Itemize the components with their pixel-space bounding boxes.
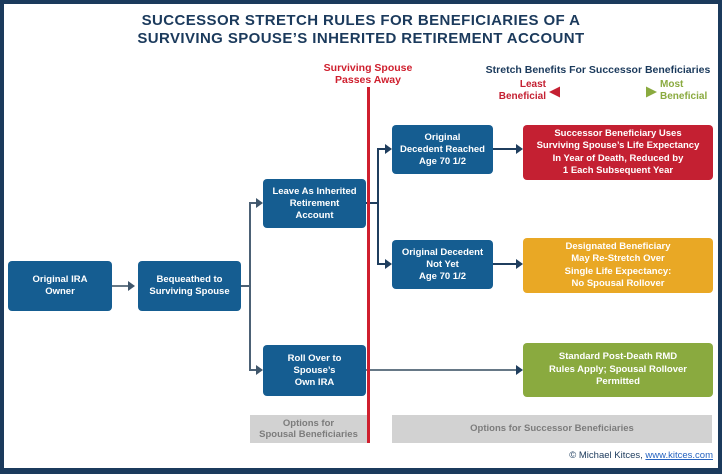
event-label-spouse-passes: Surviving Spouse Passes Away bbox=[323, 62, 413, 86]
node-decedent-reached-70half: Original Decedent Reached Age 70 1/2 bbox=[392, 125, 493, 174]
node-roll-over-own-ira: Roll Over to Spouse’s Own IRA bbox=[263, 345, 366, 396]
connector-notyet-to-outcome bbox=[493, 263, 517, 265]
connector-to-reached bbox=[377, 148, 386, 150]
page-title: SUCCESSOR STRETCH RULES FOR BENEFICIARIE… bbox=[137, 12, 585, 47]
branch-decedent-vertical bbox=[377, 149, 379, 265]
node-decedent-not-yet-70half: Original Decedent Not Yet Age 70 1/2 bbox=[392, 240, 493, 289]
arrowhead-to-green-outcome bbox=[516, 365, 523, 375]
arrowhead-to-reached bbox=[385, 144, 392, 154]
outcome-most-beneficial: Standard Post-Death RMD Rules Apply; Spo… bbox=[523, 343, 713, 397]
connector-bequeathed-stub bbox=[241, 285, 250, 287]
outcome-least-beneficial: Successor Beneficiary Uses Surviving Spo… bbox=[523, 125, 713, 180]
copyright-credit: © Michael Kitces, www.kitces.com bbox=[569, 450, 713, 461]
branch-spousal-vertical bbox=[249, 203, 251, 371]
node-original-ira-owner: Original IRA Owner bbox=[8, 261, 112, 311]
connector-leave-stub bbox=[366, 202, 378, 204]
legend-heading: Stretch Benefits For Successor Beneficia… bbox=[485, 64, 711, 76]
section-bar-spousal: Options for Spousal Beneficiaries bbox=[250, 415, 367, 443]
legend-most-label: Most Beneficial bbox=[660, 79, 708, 102]
node-bequeathed-to-spouse: Bequeathed to Surviving Spouse bbox=[138, 261, 241, 311]
connector-reached-to-outcome bbox=[493, 148, 517, 150]
timeline-divider-line bbox=[367, 87, 370, 443]
benefit-gradient-arrow-icon bbox=[549, 86, 657, 98]
connector-owner-to-bequeathed bbox=[112, 285, 128, 287]
arrowhead-to-gold-outcome bbox=[516, 259, 523, 269]
connector-to-notyet bbox=[377, 263, 386, 265]
connector-to-rollover bbox=[249, 369, 257, 371]
outcome-middle-beneficial: Designated Beneficiary May Re-Stretch Ov… bbox=[523, 238, 713, 293]
legend-least-label: Least Beneficial bbox=[498, 79, 546, 102]
arrowhead-to-rollover bbox=[256, 365, 263, 375]
connector-to-leave bbox=[249, 202, 257, 204]
connector-rollover-to-outcome bbox=[366, 369, 517, 371]
kitces-link[interactable]: www.kitces.com bbox=[645, 450, 713, 461]
arrowhead-to-notyet bbox=[385, 259, 392, 269]
credit-text: © Michael Kitces, bbox=[569, 450, 646, 461]
node-leave-as-inherited: Leave As Inherited Retirement Account bbox=[263, 179, 366, 228]
arrowhead-to-bequeathed bbox=[128, 281, 135, 291]
section-bar-successor: Options for Successor Beneficiaries bbox=[392, 415, 712, 443]
arrowhead-to-red-outcome bbox=[516, 144, 523, 154]
arrowhead-to-leave bbox=[256, 198, 263, 208]
